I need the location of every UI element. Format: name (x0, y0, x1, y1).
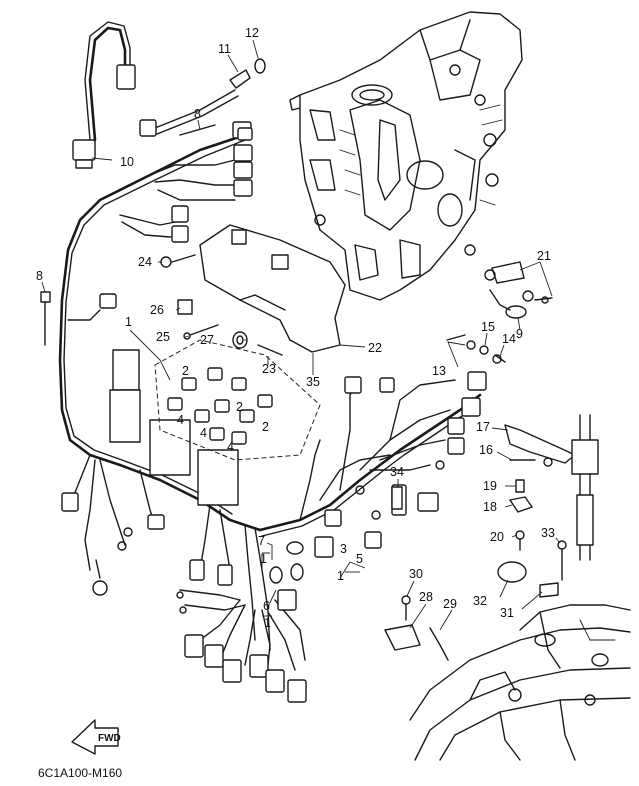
callout-18: 18 (483, 500, 497, 514)
small-parts (40, 58, 599, 661)
callout-23: 23 (262, 362, 276, 376)
callout-28: 28 (419, 590, 433, 604)
callout-2c: 2 (262, 420, 269, 434)
callout-17: 17 (476, 420, 490, 434)
callout-25: 25 (156, 330, 170, 344)
callout-22: 22 (368, 341, 382, 355)
forward-direction-arrow: FWD (71, 719, 121, 755)
callout-19: 19 (483, 479, 497, 493)
callout-32: 32 (473, 594, 487, 608)
callout-1d: 1 (264, 616, 271, 630)
callout-3: 3 (340, 542, 347, 556)
callout-1c: 1 (337, 569, 344, 583)
fwd-label: FWD (98, 733, 121, 744)
callout-34: 34 (390, 465, 404, 479)
callout-8: 8 (194, 107, 201, 121)
leader-lines (41, 39, 561, 631)
callout-27: 27 (200, 333, 214, 347)
callout-21: 21 (537, 249, 551, 263)
callout-35: 35 (306, 375, 320, 389)
callout-11: 11 (218, 42, 231, 56)
relay-group-box (154, 339, 321, 461)
callout-2a: 2 (182, 364, 189, 378)
callout-24: 24 (138, 255, 152, 269)
wiring-harness (58, 21, 482, 671)
callout-15: 15 (481, 320, 495, 334)
callout-6: 6 (263, 599, 270, 613)
callout-1: 1 (125, 315, 132, 329)
callout-31: 31 (500, 606, 514, 620)
callout-9: 9 (516, 327, 523, 341)
diagram-code: 6C1A100-M160 (38, 766, 122, 780)
callout-2b: 2 (236, 400, 243, 414)
callout-7: 7 (258, 534, 265, 548)
callout-4c: 4 (227, 440, 234, 454)
engine-block (289, 11, 523, 301)
callout-13: 13 (432, 364, 446, 378)
connectors (61, 64, 487, 703)
callout-5: 5 (356, 552, 363, 566)
callout-4a: 4 (177, 413, 184, 427)
callout-26: 26 (150, 303, 164, 317)
callout-8b: 8 (36, 269, 43, 283)
callout-10: 10 (120, 155, 134, 169)
callout-numbers: 12 11 8 10 24 8 21 26 1 25 27 23 22 9 15… (36, 26, 555, 630)
upper-casing (409, 604, 631, 761)
callout-16: 16 (479, 443, 493, 457)
callout-12: 12 (245, 26, 259, 40)
callout-14: 14 (502, 332, 516, 346)
callout-1b: 1 (260, 552, 267, 566)
callout-33: 33 (541, 526, 555, 540)
callout-30: 30 (409, 567, 423, 581)
callout-29: 29 (443, 597, 457, 611)
callout-4b: 4 (200, 426, 207, 440)
callout-20: 20 (490, 530, 504, 544)
